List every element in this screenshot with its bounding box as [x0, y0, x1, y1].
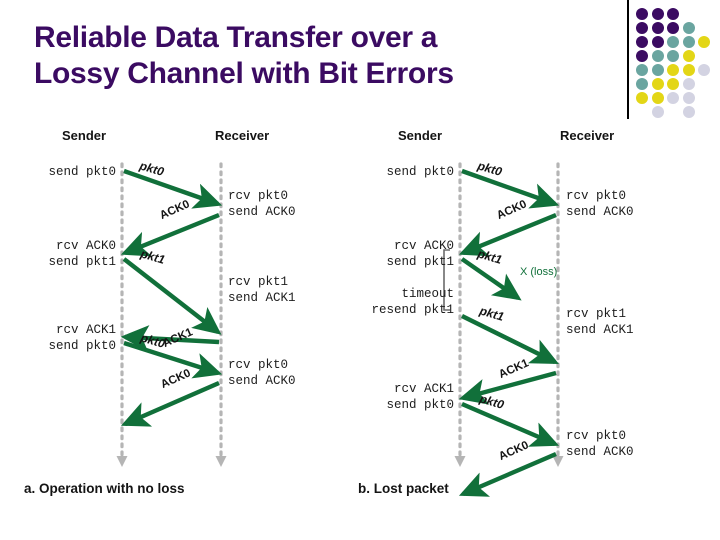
figure-a-receiver-event-3: rcv pkt0 send ACK0 [228, 358, 296, 388]
decorative-dot-yellow [698, 36, 710, 48]
figure-b-sender-heading: Sender [398, 128, 443, 143]
decorative-dot-teal [682, 22, 695, 34]
decorative-dot-lavender [682, 92, 695, 104]
figure-a-sender-event-2: rcv ACK0 send pkt1 [48, 239, 116, 269]
figure-b-loss-marker: X (loss) [520, 266, 558, 278]
decorative-dot-lavender [682, 78, 695, 90]
decorative-dot-purple [651, 36, 664, 48]
figure-b-receiver-event-1: rcv pkt0 send ACK0 [566, 189, 634, 219]
decorative-dot-yellow [682, 50, 695, 62]
figure-b-receiver-event-3: rcv pkt0 send ACK0 [566, 429, 634, 459]
figure-b-sender-event-2: rcv ACK0 send pkt1 [386, 239, 454, 269]
decorative-dot-teal [651, 50, 664, 62]
figure-lost-packet: Sender Receiver send pkt0 [352, 126, 692, 516]
decorative-dot-yellow [682, 64, 695, 76]
decorative-dot-teal [682, 36, 695, 48]
decorative-dot-teal [636, 64, 648, 76]
decorative-dot-yellow [667, 78, 679, 90]
figure-operation-no-loss: Sender Receiver send pkt0 rcv ACK0 send … [18, 126, 348, 516]
page-title-line-2: Lossy Channel with Bit Errors [34, 57, 454, 90]
figure-a-receiver-event-1: rcv pkt0 send ACK0 [228, 189, 296, 219]
figure-a-sender-event-1: send pkt0 [48, 165, 116, 179]
header-divider-line [627, 0, 629, 119]
figure-b-timeout-bracket [443, 249, 450, 311]
decorative-dot-lavender [698, 64, 710, 76]
figure-a-sequence-diagram [116, 162, 227, 467]
decorative-dot-lavender [651, 106, 664, 118]
decorative-dot-lavender [667, 92, 679, 104]
figure-b-receiver-heading: Receiver [560, 128, 615, 143]
decorative-dot-yellow [651, 92, 664, 104]
decorative-dot-purple [667, 22, 679, 34]
decorative-dot-teal [651, 64, 664, 76]
decorative-dot-yellow [636, 92, 648, 104]
page-title: Reliable Data Transfer over a Lossy Chan… [34, 20, 614, 92]
decorative-dot-teal [667, 36, 679, 48]
figure-b-sequence-diagram [443, 162, 564, 497]
figure-b-sender-event-4: rcv ACK1 send pkt0 [386, 382, 454, 412]
figure-a-caption: a. Operation with no loss [24, 481, 185, 496]
figure-b-caption: b. Lost packet [358, 481, 449, 496]
figure-b-sender-event-1: send pkt0 [386, 165, 454, 179]
decorative-dot-purple [636, 36, 648, 48]
page-title-line-1: Reliable Data Transfer over a [34, 21, 438, 54]
decorative-dot-purple [636, 50, 648, 62]
figure-a-receiver-heading: Receiver [215, 128, 270, 143]
figure-b-receiver-event-2: rcv pkt1 send ACK1 [566, 307, 634, 337]
decorative-dot-purple [651, 22, 664, 34]
decorative-dot-teal [636, 78, 648, 90]
decorative-dot-purple [667, 8, 679, 20]
decorative-dot-yellow [667, 64, 679, 76]
decorative-dot-lavender [682, 106, 695, 118]
decorative-dot-yellow [651, 78, 664, 90]
figure-b-sender-event-3: timeout resend pkt1 [371, 287, 454, 317]
figure-a-sender-heading: Sender [62, 128, 107, 143]
decorative-dot-purple [651, 8, 664, 20]
figure-a-receiver-event-2: rcv pkt1 send ACK1 [228, 275, 296, 305]
figure-a-sender-event-3: rcv ACK1 send pkt0 [48, 323, 116, 353]
decorative-dot-purple [636, 8, 648, 20]
decorative-dot-teal [667, 50, 679, 62]
decorative-dot-grid [636, 8, 720, 120]
decorative-dot-purple [636, 22, 648, 34]
